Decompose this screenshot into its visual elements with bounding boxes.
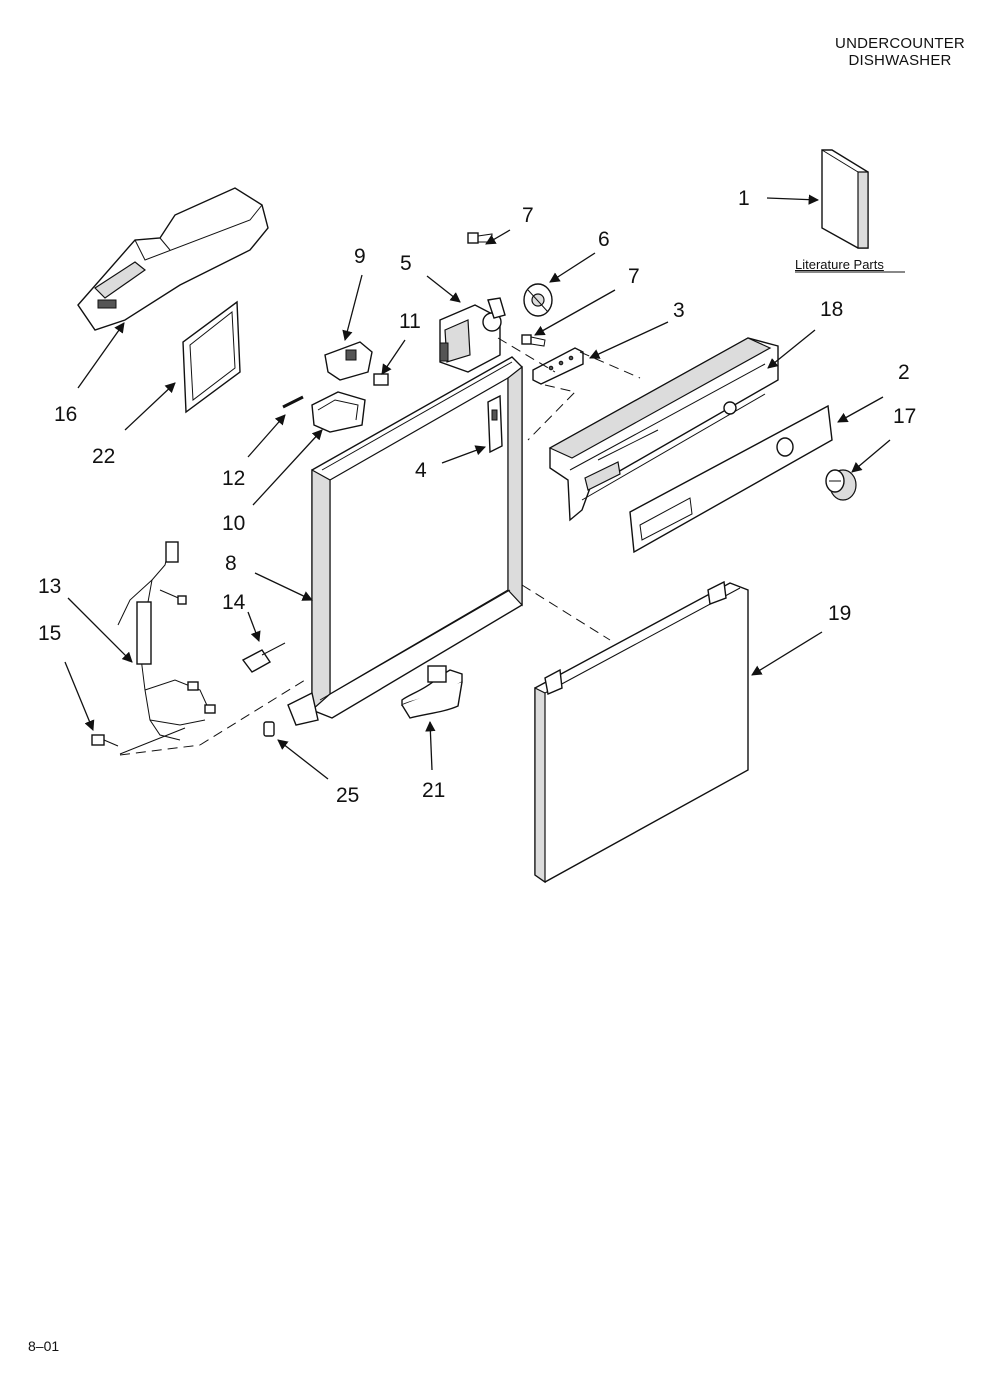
- latch-assembly: [282, 341, 389, 433]
- page-code: 8–01: [28, 1338, 60, 1354]
- callout-11: 11: [399, 310, 421, 333]
- wire-plug: [241, 642, 286, 673]
- screw: [521, 334, 546, 347]
- control-panel: [629, 404, 833, 554]
- callout-16: 16: [54, 403, 78, 426]
- callout-7a: 7: [522, 204, 534, 227]
- callout-13: 13: [38, 575, 62, 598]
- spacer: [263, 721, 275, 737]
- ground-screw: [91, 734, 119, 747]
- callout-4: 4: [415, 459, 427, 482]
- callout-21: 21: [422, 779, 446, 802]
- screw: [467, 232, 493, 244]
- door-clip: [401, 665, 463, 719]
- wiring-harness: [117, 541, 216, 755]
- callout-9: 9: [354, 245, 366, 268]
- callout-8: 8: [225, 552, 237, 575]
- callout-12: 12: [222, 467, 246, 490]
- callout-15: 15: [38, 622, 62, 645]
- bracket: [532, 347, 584, 385]
- assembly-lines: [119, 337, 641, 756]
- header-line-1: UNDERCOUNTER: [835, 35, 965, 52]
- callout-18: 18: [820, 298, 844, 321]
- door-frame: [287, 356, 523, 726]
- callout-14: 14: [222, 591, 246, 614]
- callout-7b: 7: [628, 265, 640, 288]
- callout-6: 6: [598, 228, 610, 251]
- callout-19: 19: [828, 602, 852, 625]
- callout-2: 2: [898, 361, 910, 384]
- knob: [825, 469, 857, 501]
- callout-3: 3: [673, 299, 685, 322]
- timer-knob-dial: [523, 283, 553, 317]
- callout-1: 1: [738, 187, 750, 210]
- header-line-2: DISHWASHER: [848, 52, 952, 69]
- control-console: [548, 337, 779, 522]
- callout-22: 22: [92, 445, 116, 468]
- callout-17: 17: [893, 405, 917, 428]
- control-switch: [439, 297, 506, 373]
- upper-housing: [77, 187, 269, 331]
- callout-5: 5: [400, 252, 412, 275]
- literature-parts-label: Literature Parts: [795, 257, 884, 272]
- leader-lines: [64, 194, 891, 780]
- callout-10: 10: [222, 512, 246, 535]
- literature-booklet: [821, 149, 869, 249]
- outer-door-panel: [534, 580, 749, 884]
- callout-25: 25: [336, 784, 360, 807]
- insulation-panel: [182, 300, 241, 414]
